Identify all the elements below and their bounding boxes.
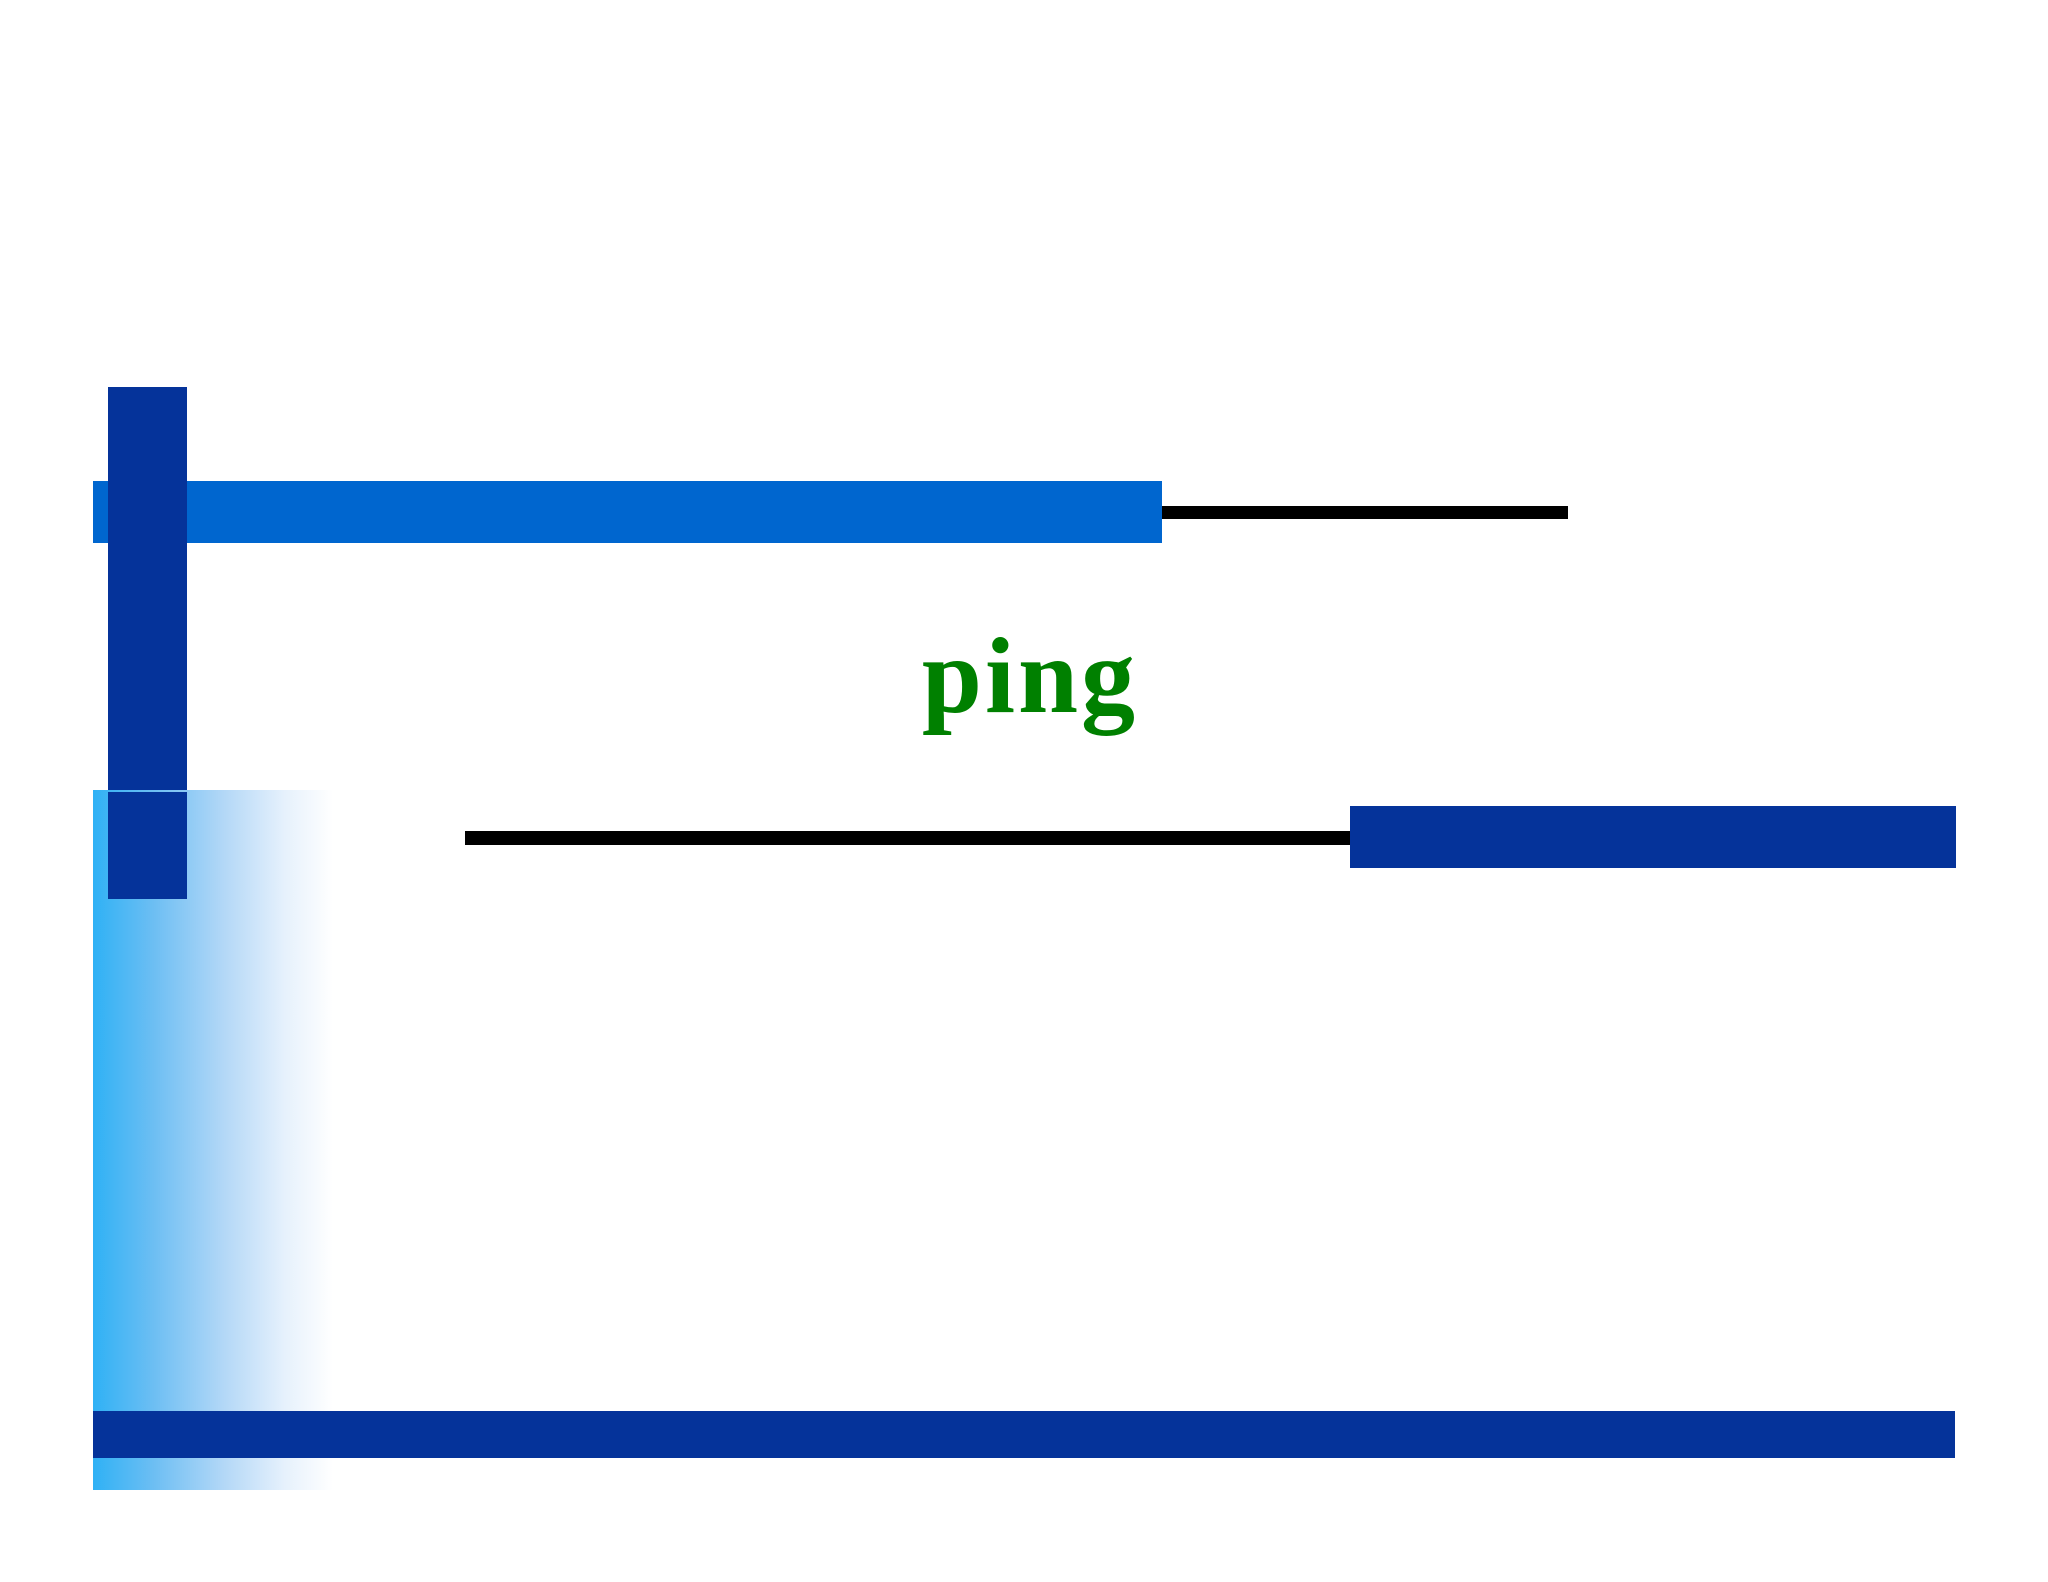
slide-title: ping [921,617,1139,736]
top-divider-line [1162,506,1568,519]
bottom-horizontal-bar [93,1411,1955,1458]
middle-divider-line [465,831,1350,845]
top-horizontal-bar [93,481,1162,543]
vertical-accent-bar-top [108,387,187,790]
left-gradient-block [93,790,333,1490]
right-horizontal-bar [1350,806,1956,868]
vertical-accent-bar-overlap [108,481,187,543]
vertical-accent-bar-bottom [108,792,187,899]
